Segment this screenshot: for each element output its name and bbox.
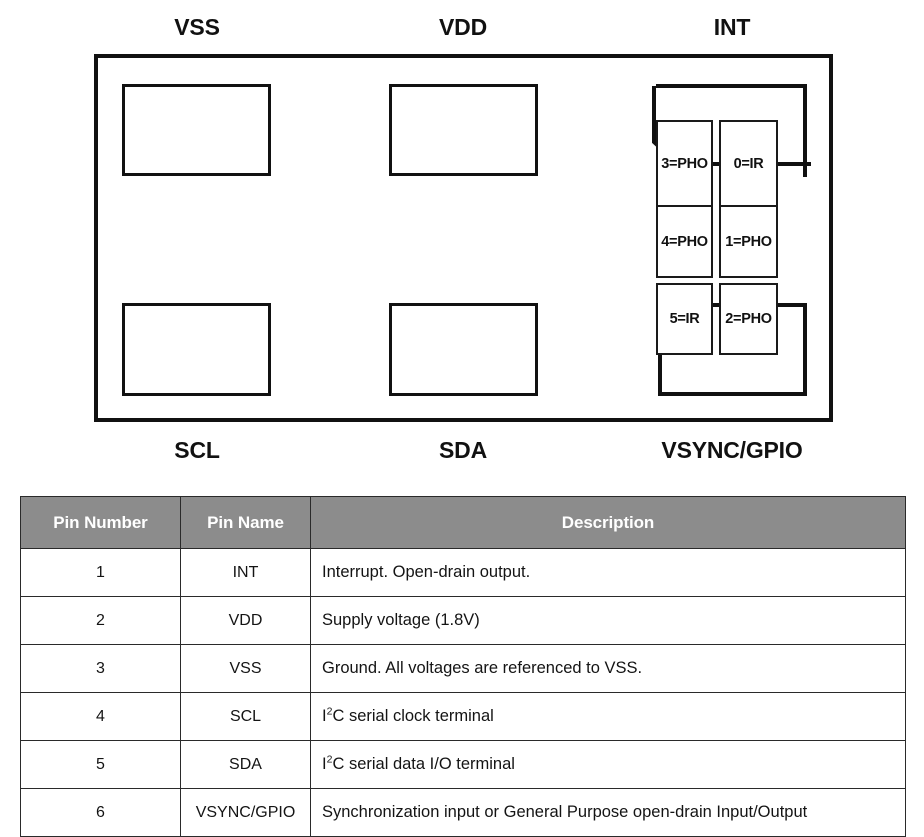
pin-cell-label: 5=IR [669,311,700,327]
cell-description: I2C serial data I/O terminal [310,740,906,789]
pin-cell-label: 0=IR [733,156,764,172]
pinout-diagram: VSS VDD INT 3=PHO 0=IR 4=PHO 1=PHO 5=IR … [94,14,833,463]
scl-pad [122,303,271,396]
cell-pin-number: 6 [20,788,181,837]
pin-cell-4: 4=PHO [656,205,713,278]
cell-description: Synchronization input or General Purpose… [310,788,906,837]
cell-pin-number: 4 [20,692,181,741]
sda-pad [389,303,538,396]
superscript: 2 [326,705,333,718]
cell-description: Interrupt. Open-drain output. [310,548,906,597]
cell-pin-name: VSYNC/GPIO [180,788,311,837]
column-header-description: Description [310,496,906,549]
cell-description: Ground. All voltages are referenced to V… [310,644,906,693]
pin-cell-label: 2=PHO [725,311,772,327]
cell-pin-number: 2 [20,596,181,645]
pin-cell-5: 5=IR [656,283,713,355]
vss-pad [122,84,271,176]
cell-pin-name: SDA [180,740,311,789]
column-header-pin-number: Pin Number [20,496,181,549]
cell-pin-number: 1 [20,548,181,597]
pin-cell-3: 3=PHO [656,120,713,208]
pin-cell-1: 1=PHO [719,205,778,278]
table-header-row: Pin Number Pin Name Description [20,496,906,549]
cell-pin-name: INT [180,548,311,597]
cell-pin-number: 3 [20,644,181,693]
pin-label-int: INT [713,14,751,40]
pin-label-scl: SCL [174,437,220,463]
cell-pin-name: VDD [180,596,311,645]
pin-cell-label: 3=PHO [661,156,708,172]
cell-pin-name: SCL [180,692,311,741]
cell-description: I2C serial clock terminal [310,692,906,741]
pin-label-vsync-gpio: VSYNC/GPIO [661,437,803,463]
pin-cell-0: 0=IR [719,120,778,208]
pin-label-sda: SDA [439,437,487,463]
cell-pin-name: VSS [180,644,311,693]
pin-cell-2: 2=PHO [719,283,778,355]
cell-description: Supply voltage (1.8V) [310,596,906,645]
pin-cell-label: 4=PHO [661,233,708,250]
vdd-pad [389,84,538,176]
column-header-pin-name: Pin Name [180,496,311,549]
superscript: 2 [326,753,333,766]
pin-cell-label: 1=PHO [725,233,772,250]
cell-pin-number: 5 [20,740,181,789]
pin-label-vdd: VDD [439,14,487,40]
pin-label-vss: VSS [174,14,220,40]
